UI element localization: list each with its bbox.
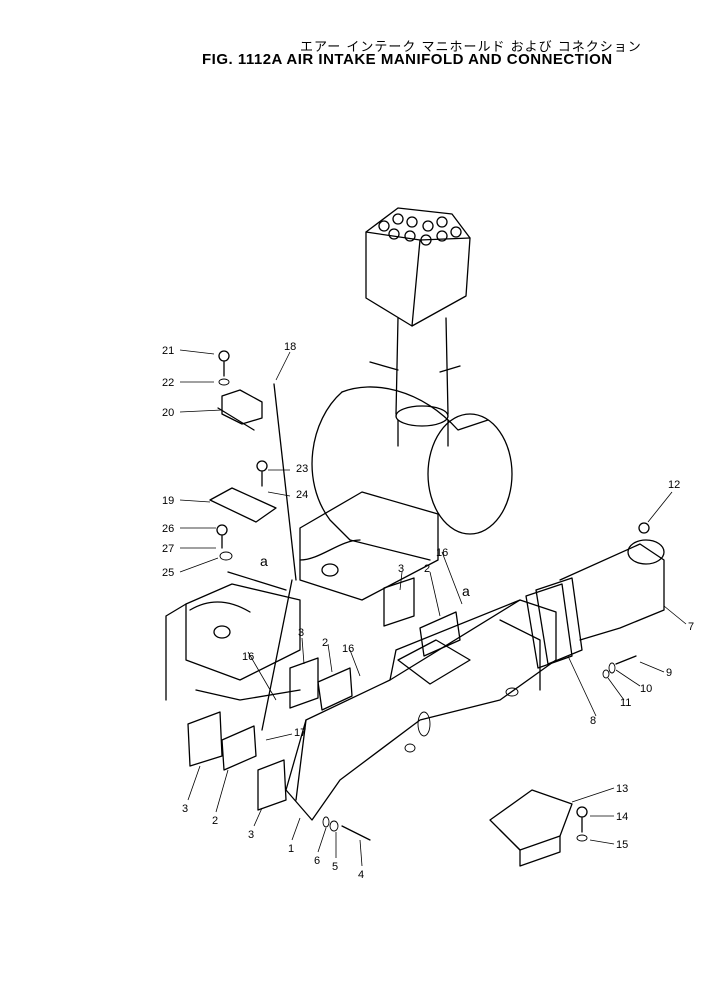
callout-5: 5 <box>332 861 338 873</box>
callout-6: 6 <box>314 855 320 867</box>
callout-a-left: a <box>260 553 268 569</box>
fasteners <box>322 522 650 842</box>
callout-16-mid: 16 <box>342 643 354 655</box>
elbow-pipe <box>525 539 665 669</box>
callout-22: 22 <box>162 377 174 389</box>
callout-24: 24 <box>296 489 308 501</box>
callout-16-top: 16 <box>436 547 448 559</box>
callout-9: 9 <box>666 667 672 679</box>
callout-2-top: 2 <box>424 563 430 575</box>
callout-labels: 21 22 20 18 23 24 19 26 27 25 a 16 3 2 a… <box>162 341 694 881</box>
figure-title-japanese: エアー インテーク マニホールド および コネクション <box>300 40 642 55</box>
callout-a-right: a <box>462 583 470 599</box>
callout-16-left: 16 <box>242 651 254 663</box>
callout-7: 7 <box>688 621 694 633</box>
intake-manifold <box>285 599 557 821</box>
callout-23: 23 <box>296 463 308 475</box>
callout-20: 20 <box>162 407 174 419</box>
callout-17: 17 <box>294 727 306 739</box>
leader-lines <box>179 349 687 867</box>
callout-14: 14 <box>616 811 628 823</box>
cover-plates <box>187 577 461 811</box>
bracket-and-relay <box>209 350 297 731</box>
callout-4: 4 <box>358 869 364 881</box>
callout-3-top: 3 <box>398 563 404 575</box>
callout-25: 25 <box>162 567 174 579</box>
callout-3-low: 3 <box>182 803 188 815</box>
callout-12: 12 <box>668 479 680 491</box>
callout-3-bottom: 3 <box>248 829 254 841</box>
callout-21: 21 <box>162 345 174 357</box>
air-cleaner-body <box>311 386 513 561</box>
figure-title: FIG. 1112A AIR INTAKE MANIFOLD AND CONNE… <box>202 51 613 68</box>
callout-13: 13 <box>616 783 628 795</box>
precleaner <box>365 207 471 327</box>
callout-11: 11 <box>620 697 631 709</box>
bottom-bracket <box>489 789 573 867</box>
engine-block <box>165 491 439 701</box>
callout-8: 8 <box>590 715 596 727</box>
callout-15: 15 <box>616 839 628 851</box>
callout-3-mid: 3 <box>298 627 304 639</box>
callout-2-low: 2 <box>212 815 218 827</box>
callout-19: 19 <box>162 495 174 507</box>
callout-1: 1 <box>288 843 294 855</box>
callout-10: 10 <box>640 683 652 695</box>
callout-18: 18 <box>284 341 296 353</box>
callout-27: 27 <box>162 543 174 555</box>
intake-pipe <box>369 317 461 447</box>
callout-26: 26 <box>162 523 174 535</box>
callout-2-mid: 2 <box>322 637 328 649</box>
